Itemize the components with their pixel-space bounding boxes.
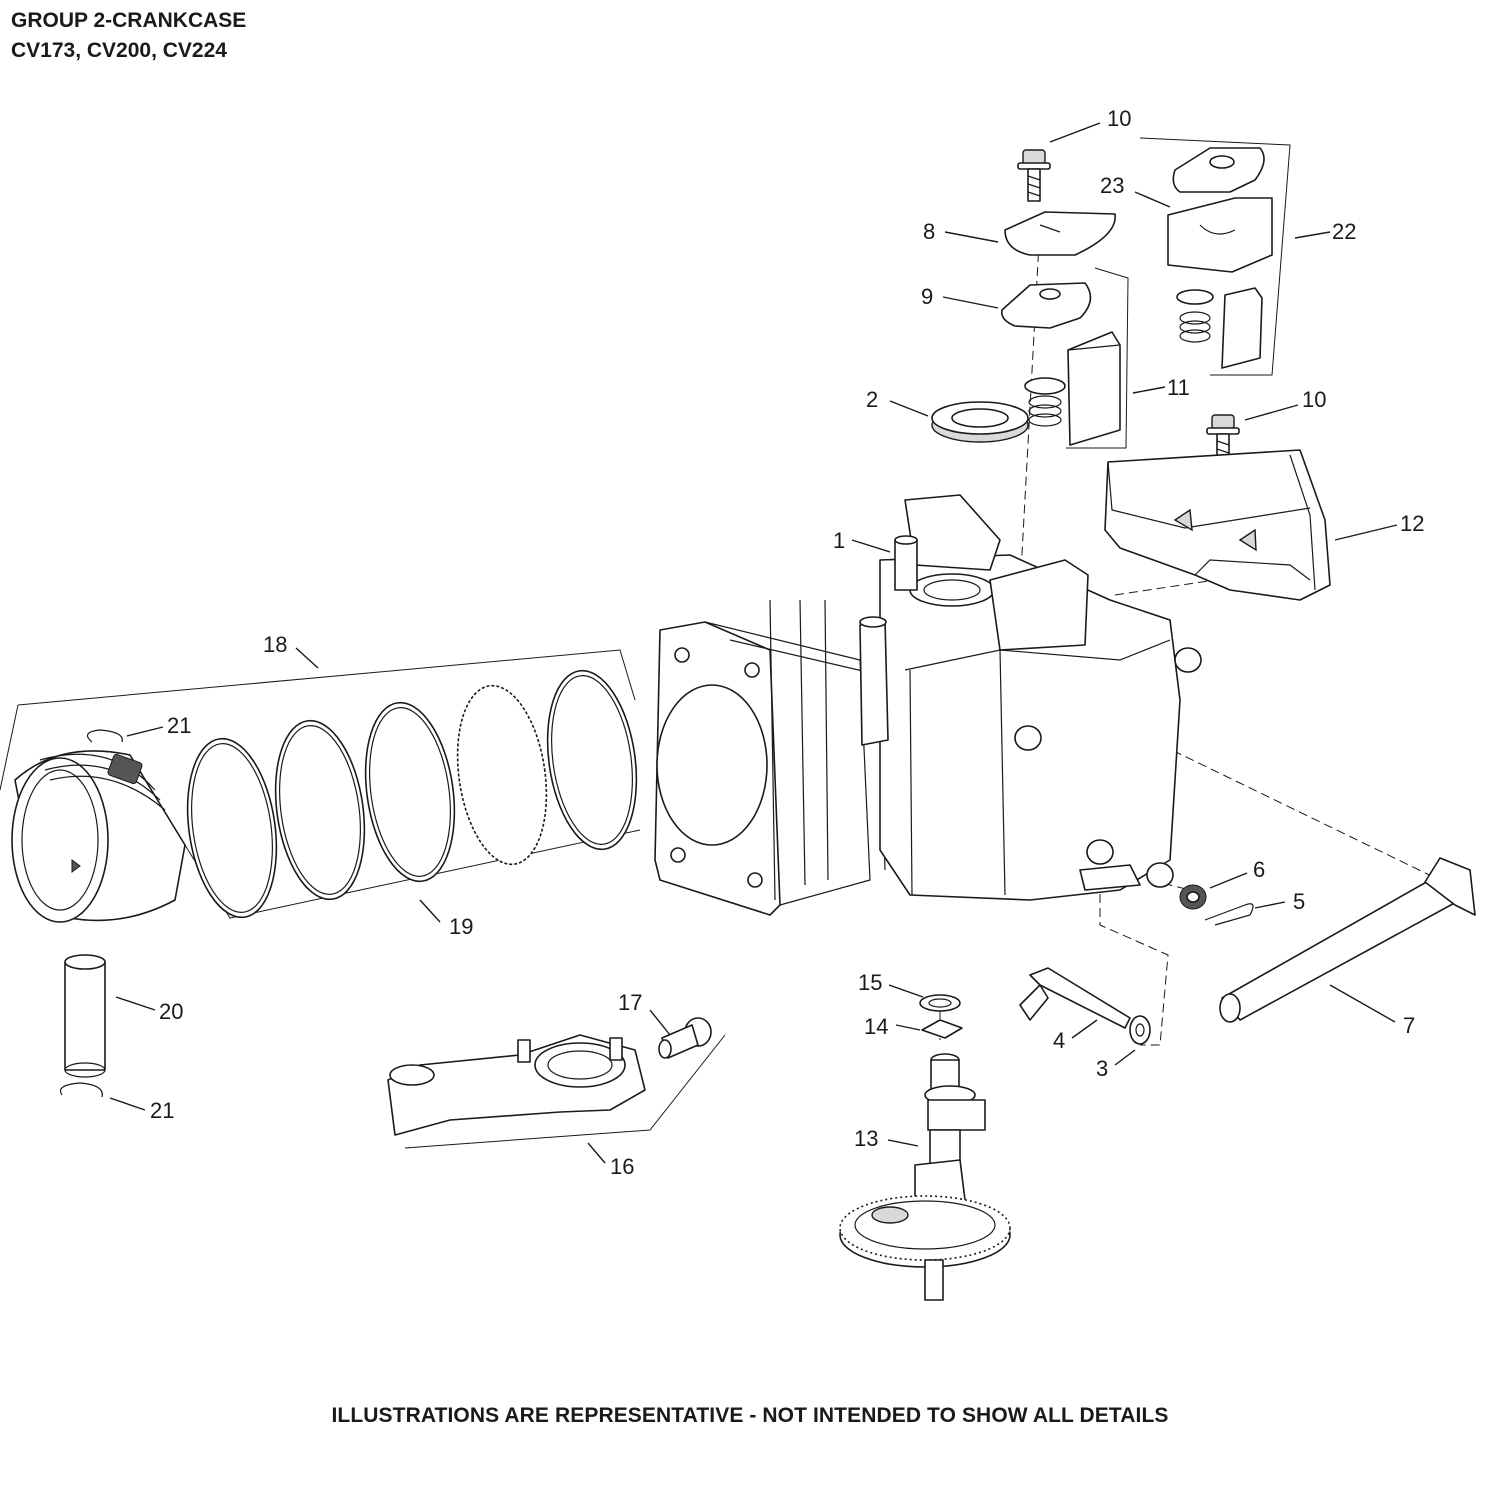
- diagram-title: GROUP 2-CRANKCASE: [11, 9, 247, 32]
- callout-18: 18: [263, 632, 287, 657]
- governor-shaft: [1019, 967, 1131, 1029]
- callout-21: 21: [167, 713, 191, 738]
- piston-rings: [186, 669, 638, 919]
- disclaimer-text: ILLUSTRATIONS ARE REPRESENTATIVE - NOT I…: [331, 1404, 1169, 1427]
- callout-20: 20: [159, 999, 183, 1024]
- camshaft: [839, 1053, 1011, 1301]
- callout-11: 11: [1167, 375, 1190, 400]
- callout-16: 16: [610, 1154, 634, 1179]
- callout-19: 19: [449, 914, 473, 939]
- callout-3: 3: [1096, 1056, 1108, 1081]
- piston-pin: [64, 954, 106, 1078]
- crankcase-body: [654, 494, 1202, 916]
- callout-1: 1: [833, 528, 845, 553]
- crankcase-cover: [1104, 449, 1331, 601]
- callout-14: 14: [864, 1014, 888, 1039]
- governor-shaft-seal: [1179, 884, 1207, 910]
- model-list: CV173, CV200, CV224: [11, 39, 227, 62]
- callout-10: 10: [1302, 387, 1326, 412]
- breather-reed-assembly: [1024, 331, 1121, 446]
- callout-17: 17: [618, 990, 642, 1015]
- breather-cover-plate: [1004, 211, 1116, 256]
- callout-leaders: [109, 122, 1398, 1164]
- callout-7: 7: [1403, 1013, 1415, 1038]
- thrust-washer: [919, 994, 961, 1012]
- callout-22: 22: [1332, 219, 1356, 244]
- callout-13: 13: [854, 1126, 878, 1151]
- dipstick-tube: [1219, 857, 1476, 1023]
- piston-pin-retainer-clips: [59, 729, 123, 1098]
- flange-screw-right: [1206, 414, 1240, 461]
- callout-6: 6: [1253, 857, 1265, 882]
- hitch-pin-clip: [1204, 903, 1254, 926]
- callout-9: 9: [921, 284, 933, 309]
- callout-numbers: 10 23 8 22 9 2 11 10 1 12 18 21 19 6 5 2…: [150, 106, 1424, 1179]
- callout-10: 10: [1107, 106, 1131, 131]
- callout-8: 8: [923, 219, 935, 244]
- breather-assembly-22: [1167, 147, 1273, 369]
- flange-screw-top: [1017, 149, 1051, 202]
- piston: [11, 750, 186, 923]
- oil-seal: [931, 401, 1029, 443]
- callout-2: 2: [866, 387, 878, 412]
- callout-12: 12: [1400, 511, 1424, 536]
- breather-gasket: [1000, 282, 1092, 329]
- callout-15: 15: [858, 970, 882, 995]
- governor-washer: [1129, 1015, 1151, 1045]
- connecting-rod-bolt: [658, 1017, 712, 1059]
- callout-23: 23: [1100, 173, 1124, 198]
- shim: [921, 1019, 963, 1039]
- callout-21: 21: [150, 1098, 174, 1123]
- callout-4: 4: [1053, 1028, 1065, 1053]
- connecting-rod: [387, 1034, 646, 1136]
- callout-5: 5: [1293, 889, 1305, 914]
